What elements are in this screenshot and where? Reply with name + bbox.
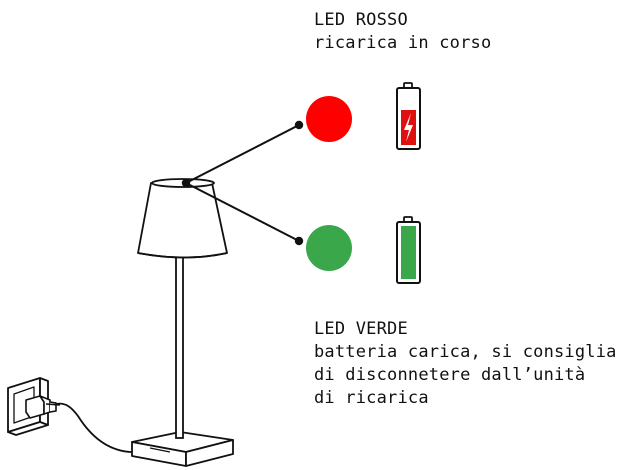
green-led-dot	[306, 225, 352, 271]
green-led-description-line: di ricarica	[314, 388, 429, 408]
red-led-description-line: ricarica in corso	[314, 33, 492, 53]
plug-icon	[25, 395, 61, 419]
battery-full-icon	[396, 216, 421, 284]
lamp-base	[131, 431, 234, 467]
lamp-stem	[175, 251, 184, 439]
connector-lines	[181, 120, 304, 246]
red-led-label: LED ROSSO ricarica in corso	[314, 9, 491, 55]
red-led-dot	[306, 96, 352, 142]
green-led-title: LED VERDE	[314, 319, 408, 339]
green-led-label: LED VERDE batteria carica, si consiglia …	[314, 318, 617, 410]
battery-charging-icon	[396, 82, 421, 150]
green-led-description-line: batteria carica, si consiglia	[314, 342, 617, 362]
red-led-title: LED ROSSO	[314, 10, 408, 30]
green-led-description-line: di disconnetere dall’unità	[314, 365, 586, 385]
lamp-shade	[137, 178, 228, 259]
